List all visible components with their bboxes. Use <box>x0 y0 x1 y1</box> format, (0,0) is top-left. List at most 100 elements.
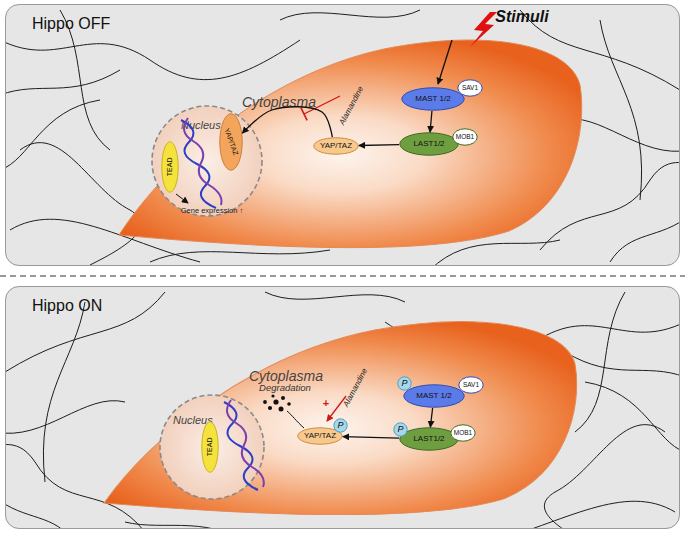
protein-ellipse: MAST 1/2 <box>401 87 465 111</box>
effect-sign: + <box>323 397 329 409</box>
fragment-dot <box>271 394 274 397</box>
protein-label: TEAD <box>206 438 214 457</box>
inhibition-line <box>304 96 340 114</box>
text-holder: SAV1 <box>458 376 484 394</box>
protein-label: MAST 1/2 <box>416 392 451 401</box>
text-holder: Hippo OFF <box>32 15 110 33</box>
protein-label: LAST1/2 <box>413 435 444 444</box>
protein-ellipse: TEAD <box>161 141 179 193</box>
expression-arrow <box>176 194 188 203</box>
fiber-group <box>5 292 680 529</box>
output-label: Gene expression ↑ <box>181 207 244 215</box>
protein-ellipse: YAP/TAZ <box>313 137 359 155</box>
protein-ellipse: TEAD <box>201 421 219 473</box>
protein-label: MOB1 <box>456 133 474 140</box>
pathway-panel: Hippo OFFCytoplasmaNucleusYAP/TAZTEADMAS… <box>5 4 680 266</box>
signal-arrow <box>359 144 399 146</box>
phospho-badge-shape <box>394 423 407 436</box>
text-holder: TEAD <box>161 141 179 193</box>
protein-ellipse: MOB1 <box>450 424 476 442</box>
protein-ellipse-shape <box>402 88 464 110</box>
protein-ellipse-shape <box>453 129 477 145</box>
text-holder: MOB1 <box>450 424 476 442</box>
protein-label: YAP/TAZ <box>304 432 336 441</box>
pathway-panel: Hippo ONCytoplasmaNucleusTEADPMAST 1/2SA… <box>5 286 680 529</box>
fragment-dot <box>287 402 291 406</box>
degradation-fragments <box>263 394 291 411</box>
text-holder: Hippo ON <box>32 297 102 315</box>
text-holder: Nucleus <box>181 115 221 133</box>
protein-ellipse-shape <box>404 385 464 407</box>
protein-ellipse: LAST1/2 <box>399 132 459 156</box>
protein-ellipse: SAV1 <box>458 376 484 394</box>
text-holder: P <box>397 376 412 391</box>
phospho-label: P <box>337 421 343 431</box>
dna-strand <box>184 118 222 205</box>
fragment-dot <box>273 399 278 404</box>
phospho-badge-shape <box>334 419 347 432</box>
protein-ellipse-shape <box>314 138 358 154</box>
phospho-label: P <box>401 379 407 389</box>
text-holder: P <box>333 418 348 433</box>
phospho-badge: P <box>333 418 348 433</box>
protein-label: MOB1 <box>454 429 472 436</box>
panel-background <box>5 286 680 529</box>
stimulus-label: Stimuli <box>495 8 548 26</box>
protein-ellipse-shape <box>458 80 482 96</box>
text-holder: P <box>393 422 408 437</box>
protein-ellipse-shape <box>220 114 242 170</box>
compartment-label: Cytoplasma <box>242 95 316 110</box>
fiber-group <box>5 10 680 266</box>
cell-membrane <box>119 40 582 248</box>
protein-ellipse-shape <box>459 377 483 393</box>
panel-background <box>5 4 680 266</box>
protein-ellipse: LAST1/2 <box>399 427 459 451</box>
protein-ellipse-shape <box>400 428 458 450</box>
protein-label: YAP/TAZ <box>223 127 240 156</box>
text-holder: MAST 1/2 <box>403 384 465 408</box>
text-holder: LAST1/2 <box>399 132 459 156</box>
extracellular-fibers <box>5 292 680 529</box>
protein-label: SAV1 <box>462 84 478 91</box>
panel-title: Hippo OFF <box>32 15 110 33</box>
phospho-badge: P <box>397 376 412 391</box>
drug-label: Alamandine <box>338 85 366 126</box>
protein-ellipse: SAV1 <box>457 79 483 97</box>
text-holder: MAST 1/2 <box>401 87 465 111</box>
phospho-badge-shape <box>398 377 411 390</box>
text-holder: YAP/TAZ <box>313 137 359 155</box>
fragment-dot <box>281 396 285 400</box>
phospho-badge: P <box>393 422 408 437</box>
stimulus-arrow <box>438 40 452 84</box>
protein-ellipse: MAST 1/2 <box>403 384 465 408</box>
nuclear-envelope <box>152 106 262 216</box>
signal-arrow <box>343 437 399 439</box>
protein-label: TEAD <box>166 158 174 177</box>
fragment-dot <box>279 407 284 412</box>
lightning-bolt <box>470 12 497 47</box>
signal-arrow <box>430 408 432 427</box>
signal-arrow <box>430 111 432 132</box>
protein-ellipse: MOB1 <box>452 128 478 146</box>
divider-line <box>0 275 685 276</box>
phospho-label: P <box>397 425 403 435</box>
fragment-dot <box>263 400 267 404</box>
dna-strand <box>224 402 258 490</box>
fragment-dot <box>268 406 272 410</box>
cell-nucleus: NucleusTEAD <box>159 394 265 500</box>
nuclear-envelope <box>160 395 264 499</box>
compartment-label: Nucleus <box>181 119 221 131</box>
cell-body: CytoplasmaNucleusYAP/TAZTEADMAST 1/2SAV1… <box>114 35 584 250</box>
protein-ellipse: YAP/TAZ <box>219 113 243 171</box>
text-holder: Cytoplasma <box>242 93 316 111</box>
degradation-line <box>287 411 304 428</box>
inhibition-bar <box>301 108 307 121</box>
activation-line <box>327 396 346 421</box>
protein-ellipse-shape <box>202 422 218 472</box>
dna-strand <box>181 120 216 208</box>
process-label: Degradation <box>259 383 311 393</box>
